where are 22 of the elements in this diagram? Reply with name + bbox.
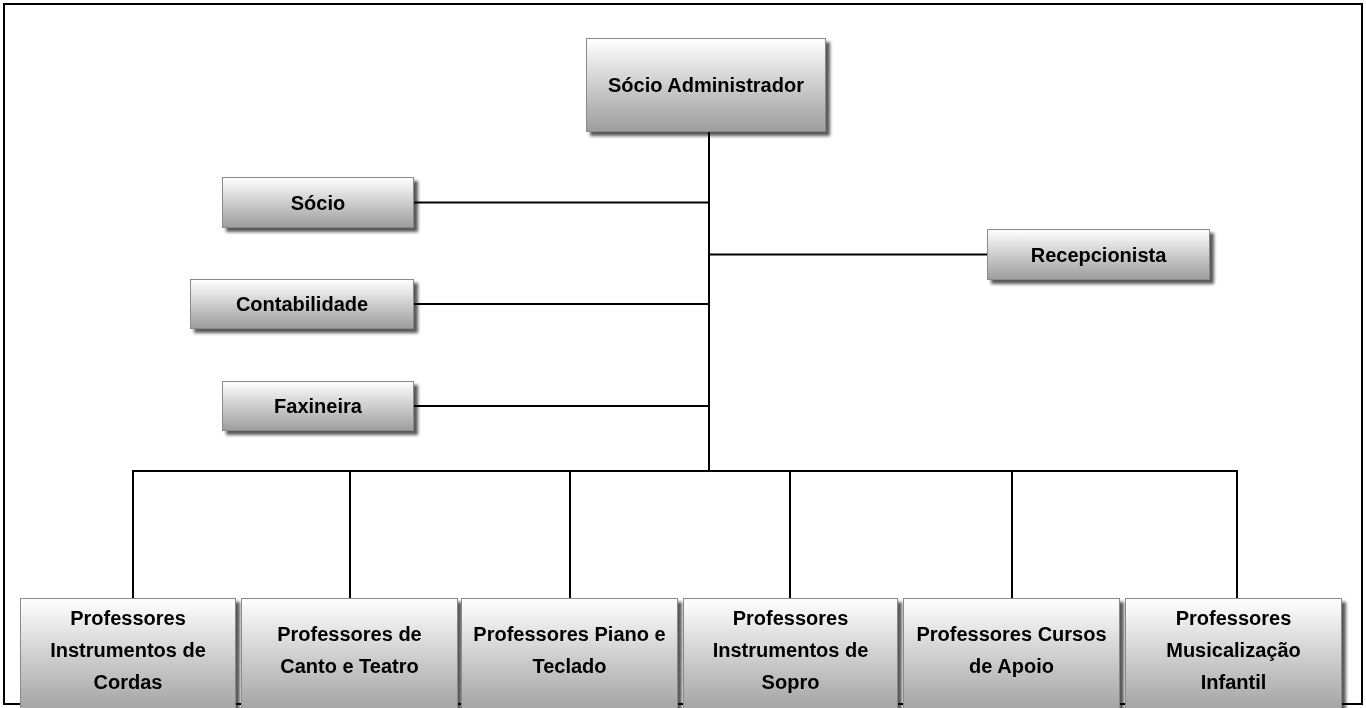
org-box bbox=[222, 177, 414, 228]
org-box bbox=[222, 381, 414, 431]
box-label: Contabilidade bbox=[235, 292, 369, 317]
org-box bbox=[586, 38, 826, 132]
org-box bbox=[987, 229, 1210, 280]
box-label: Recepcionista bbox=[1030, 242, 1167, 268]
org-box bbox=[903, 598, 1120, 708]
box-label: Professores Musicalização Infantil bbox=[1165, 606, 1302, 695]
org-box bbox=[461, 598, 678, 708]
org-box bbox=[20, 598, 236, 708]
box-label: Sócio bbox=[290, 190, 346, 216]
org-box bbox=[241, 598, 458, 708]
box-label: Professores Instrumentos de Sopro bbox=[711, 606, 870, 695]
box-label: Professores Piano e Teclado bbox=[472, 622, 667, 679]
box-label: Sócio Administrador bbox=[608, 73, 804, 98]
box-label: Professores de Canto e Teatro bbox=[276, 622, 423, 679]
box-label: Professores Instrumentos de Cordas bbox=[49, 606, 207, 695]
org-box bbox=[190, 279, 414, 329]
org-box bbox=[683, 598, 898, 708]
org-box bbox=[1125, 598, 1342, 708]
box-label: Faxineira bbox=[274, 394, 362, 419]
box-label: Professores Cursos de Apoio bbox=[915, 622, 1108, 679]
